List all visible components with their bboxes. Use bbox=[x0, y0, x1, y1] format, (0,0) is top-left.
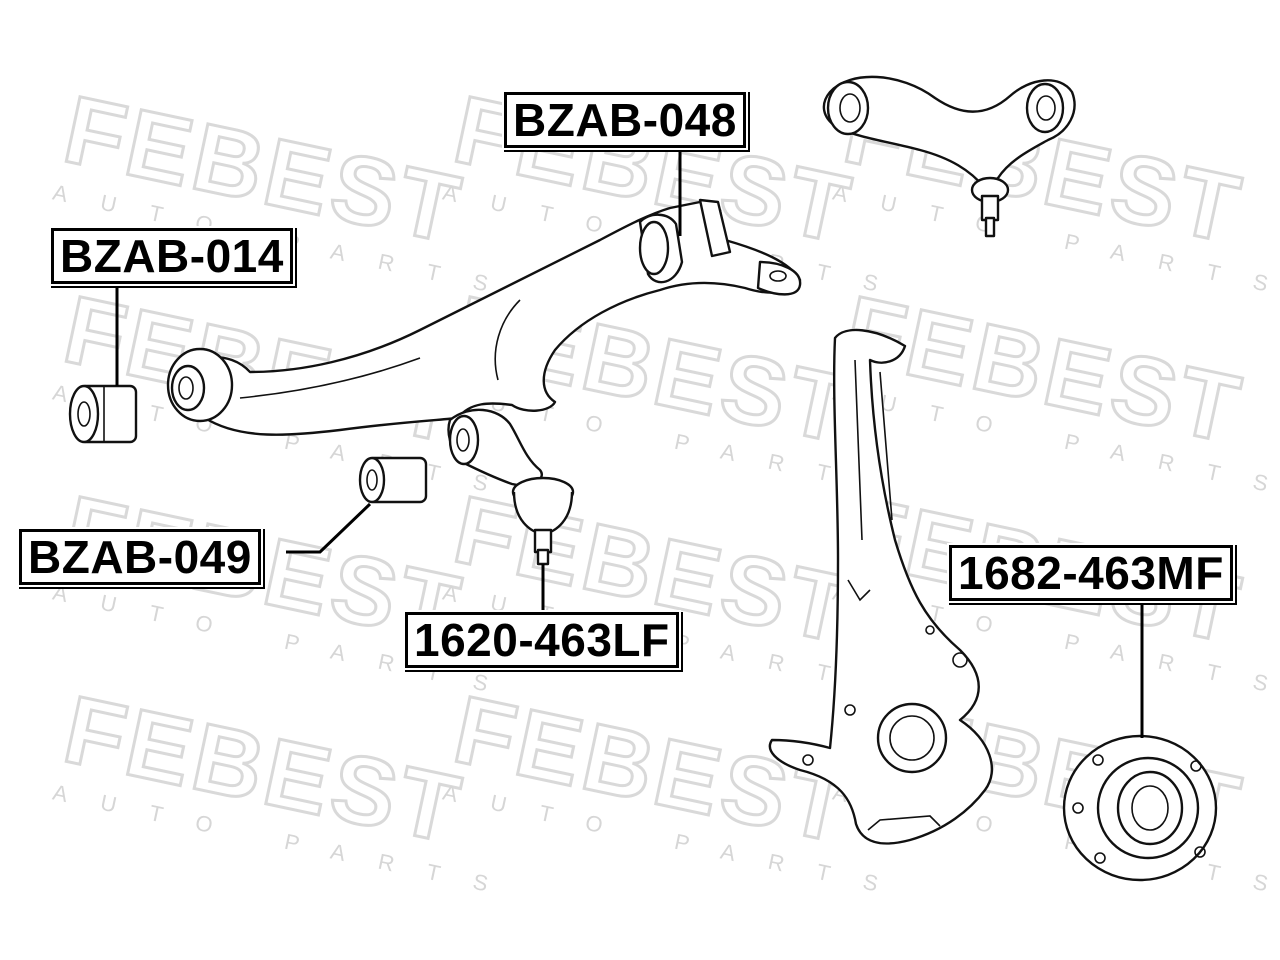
label-bzab-049: BZAB-049 bbox=[19, 529, 261, 585]
ball-joint-1620-463lf bbox=[511, 476, 575, 566]
steering-knuckle bbox=[768, 328, 994, 845]
leader-lines bbox=[115, 144, 1144, 738]
wheel-hub-1682-463mf bbox=[1062, 734, 1218, 882]
bushing-bzab-014 bbox=[68, 384, 138, 444]
label-1682-463mf: 1682-463MF bbox=[949, 545, 1233, 601]
leader-bzab-049 bbox=[286, 502, 372, 554]
label-bzab-014: BZAB-014 bbox=[51, 228, 293, 284]
label-1620-463lf: 1620-463LF bbox=[405, 612, 679, 668]
bushing-bzab-049 bbox=[358, 456, 428, 504]
label-bzab-048: BZAB-048 bbox=[504, 92, 746, 148]
lower-control-arm bbox=[166, 198, 802, 487]
upper-control-arm bbox=[822, 75, 1076, 238]
